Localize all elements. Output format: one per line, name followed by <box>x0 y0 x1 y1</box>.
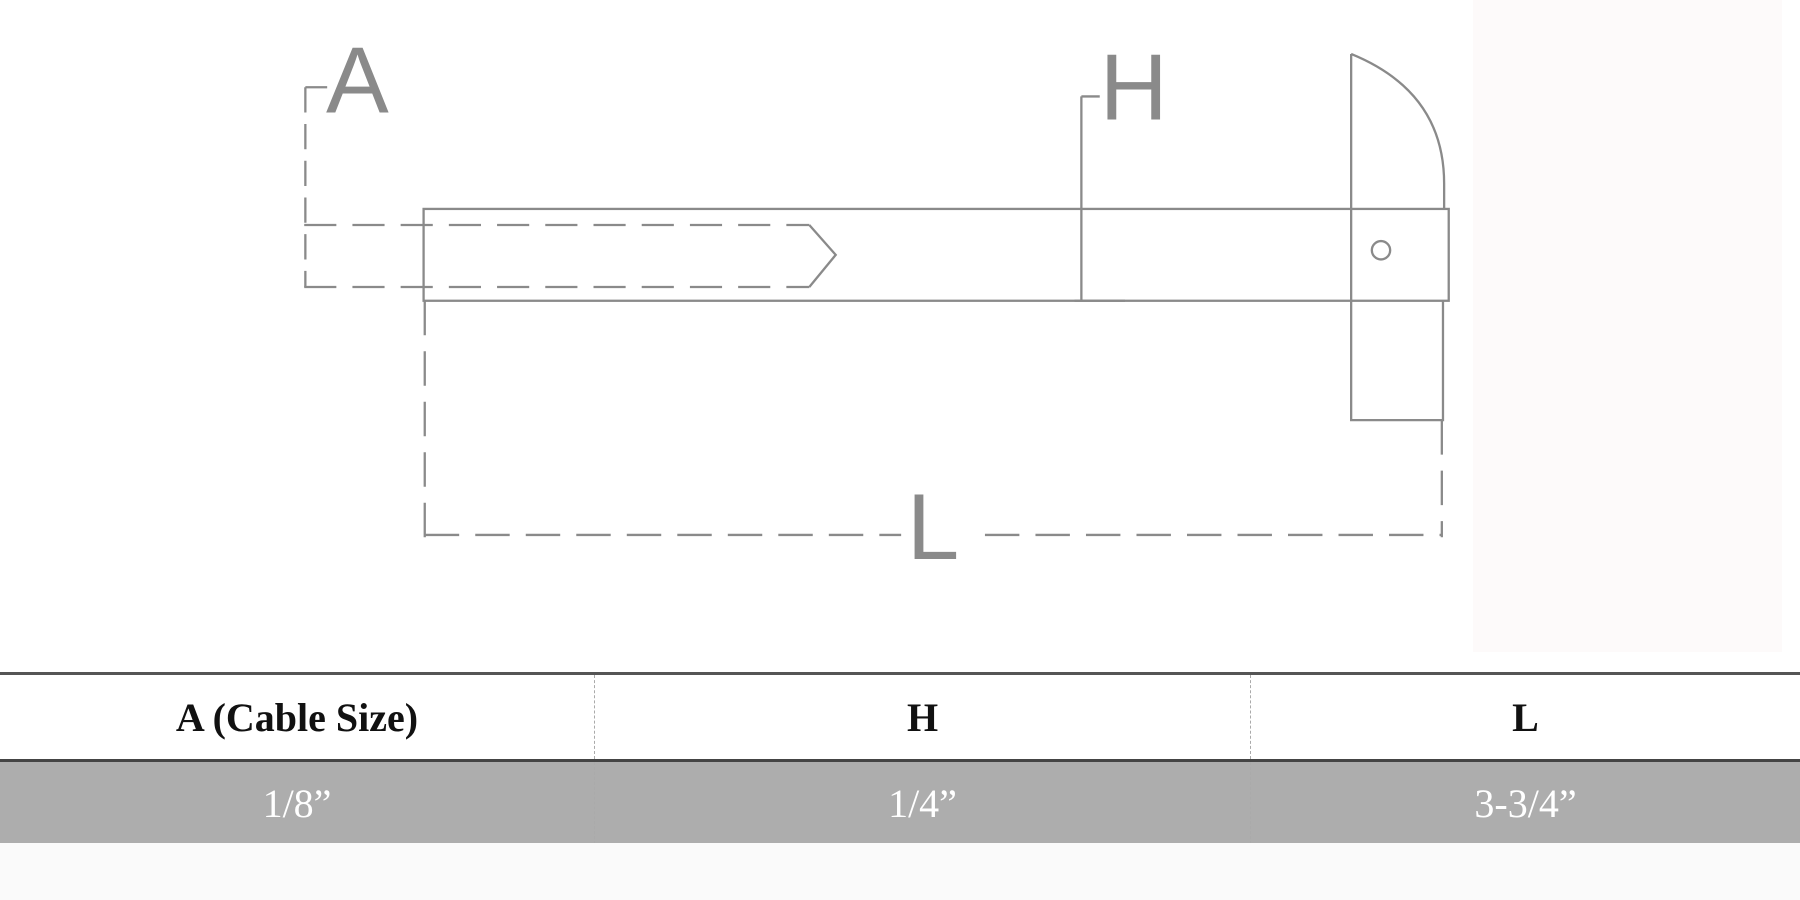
cell-l: 3-3/4” <box>1250 760 1800 846</box>
dimension-l <box>423 300 1443 547</box>
header-h: H <box>594 672 1251 762</box>
label-a: A <box>326 28 389 133</box>
rod-body <box>422 207 1450 302</box>
label-l: L <box>907 474 959 579</box>
cable-tip <box>808 224 838 288</box>
dimensions-table: A (Cable Size) H L 1/8” 1/4” 3-3/4” <box>0 672 1800 846</box>
cable-outline <box>304 223 810 289</box>
footer-area <box>0 843 1800 900</box>
table-header-row: A (Cable Size) H L <box>0 672 1800 762</box>
header-cable-size: A (Cable Size) <box>0 672 595 762</box>
cell-h: 1/4” <box>594 760 1251 846</box>
cell-cable-size: 1/8” <box>0 760 595 846</box>
handle-head <box>1350 52 1446 422</box>
label-h: H <box>1100 34 1168 139</box>
table-row: 1/8” 1/4” 3-3/4” <box>0 760 1800 846</box>
background-panel <box>1473 0 1782 652</box>
hole-icon <box>1370 239 1392 261</box>
header-l: L <box>1250 672 1800 762</box>
